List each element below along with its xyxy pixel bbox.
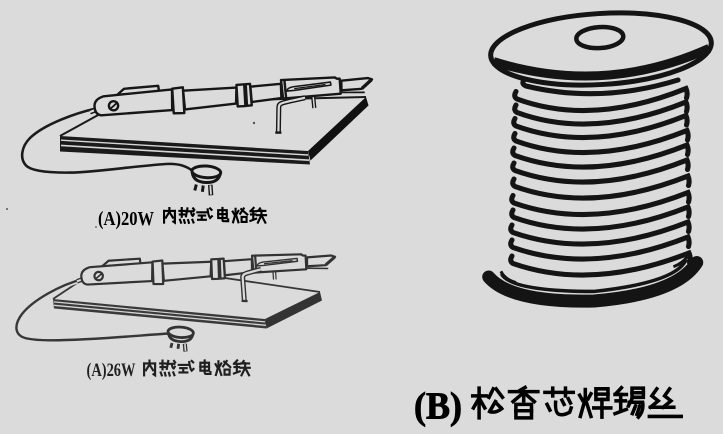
- svg-text:(B): (B): [414, 386, 462, 428]
- svg-text:(A)20W: (A)20W: [98, 209, 154, 230]
- svg-text:(A)26W: (A)26W: [87, 360, 136, 381]
